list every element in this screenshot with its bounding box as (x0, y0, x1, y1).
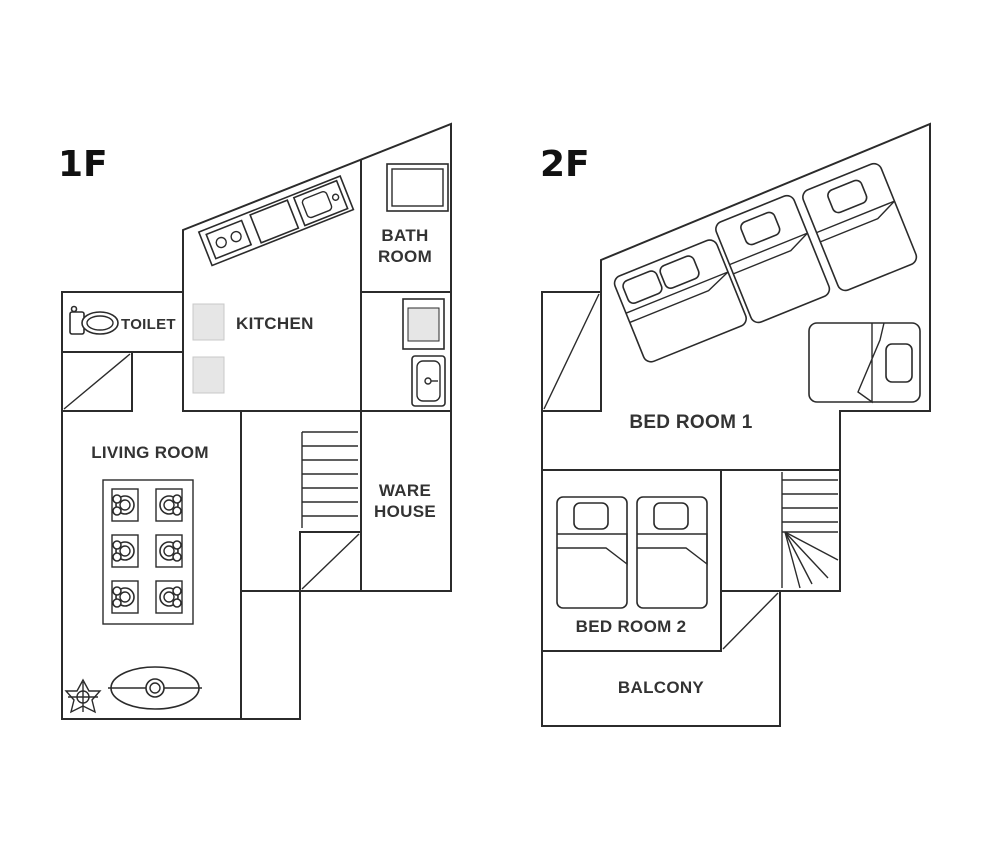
bedroom2-walls (542, 470, 722, 652)
first-floor-plan: TOILET KITCHEN BATH ROOM LIVING ROOM WAR… (61, 122, 452, 720)
second-floor-plan: BED ROOM 1 BED ROOM 2 BALCONY (541, 122, 931, 727)
chair-icon (111, 534, 139, 568)
room-label-ware-line1: WARE (379, 481, 431, 500)
landing-2f-diagonal (722, 592, 779, 650)
kitchen-stool-icon (192, 356, 225, 394)
closet-2f-diagonal (543, 293, 600, 410)
counter-top-icon (249, 199, 300, 244)
chair-icon (155, 488, 183, 522)
washing-machine-icon (402, 298, 445, 350)
bed-icon (808, 322, 921, 404)
room-label-toilet: TOILET (121, 316, 176, 333)
toilet-icon (69, 305, 119, 335)
bed-icon (556, 496, 628, 609)
floor-label-2f: 2F (540, 144, 590, 185)
room-label-balcony: BALCONY (618, 678, 705, 697)
chair-icon (111, 580, 139, 614)
room-label-bedroom2: BED ROOM 2 (576, 617, 687, 636)
room-label-living: LIVING ROOM (91, 443, 209, 462)
room-label-bedroom1: BED ROOM 1 (629, 412, 752, 433)
kitchen-stool-icon (192, 303, 225, 341)
bed-icon (802, 162, 918, 292)
second-floor-outline (541, 122, 931, 727)
kitchen-walls (182, 160, 362, 412)
dining-table (102, 479, 194, 625)
room-label-bath-line1: BATH (381, 226, 428, 245)
chair-icon (155, 580, 183, 614)
closet-diagonal (63, 353, 131, 410)
chair-icon (155, 534, 183, 568)
room-label-kitchen: KITCHEN (236, 314, 314, 333)
kitchen-counter (197, 175, 355, 267)
room-label-ware-line2: HOUSE (374, 502, 436, 521)
closet-2f-walls (542, 292, 602, 412)
closet-walls (62, 352, 133, 412)
staircase-2f (781, 472, 839, 589)
bathtub-icon (386, 163, 449, 212)
bed-icon (715, 194, 831, 324)
plant-icon (64, 678, 102, 714)
bed-icon (613, 239, 747, 363)
wash-basin-icon (411, 355, 446, 407)
stair-landing-walls (241, 531, 362, 592)
bed-icon (636, 496, 708, 609)
stair-landing-diagonal (301, 533, 360, 590)
floor-label-1f: 1F (58, 144, 108, 185)
staircase-1f (301, 431, 358, 528)
room-label-bath-line2: ROOM (378, 247, 432, 266)
chair-icon (111, 488, 139, 522)
low-table-icon (108, 666, 202, 710)
stove-icon (205, 219, 253, 260)
